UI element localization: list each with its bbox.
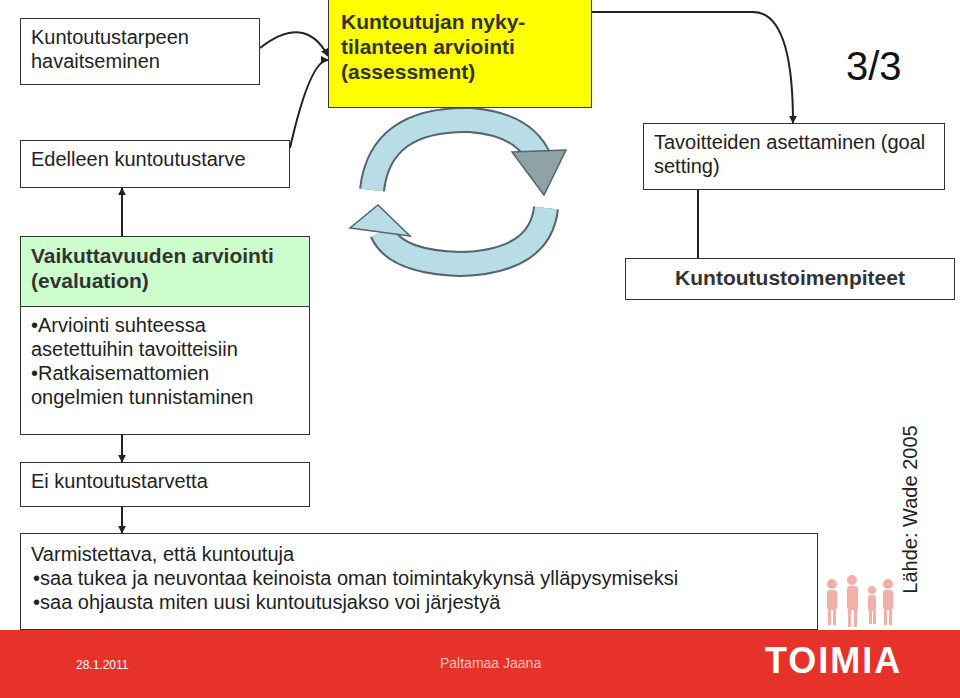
process-box: Tavoitteiden asettaminen (goal setting) (643, 123, 945, 190)
flow-arrow (290, 60, 328, 148)
process-box: •Arviointi suhteessa asetettuihin tavoit… (20, 306, 310, 435)
process-box: Varmistettava, että kuntoutuja•saa tukea… (20, 533, 818, 630)
flow-arrow (121, 435, 123, 462)
process-box: Kuntoutustoimenpiteet (625, 258, 955, 300)
process-box: Kuntoutustarpeen havaitseminen (20, 18, 260, 85)
box-text: Vaikuttavuuden arviointi (evaluation) (31, 243, 299, 293)
flow-arrow (592, 12, 793, 123)
box-text: •saa tukea ja neuvontaa keinoista oman t… (31, 566, 807, 590)
box-text: Kuntoutustarpeen havaitseminen (31, 25, 249, 73)
note-text: Lähde: Wade 2005 (899, 415, 922, 605)
page-number: 3/3 (846, 44, 902, 89)
process-box: Vaikuttavuuden arviointi (evaluation) (20, 236, 310, 307)
process-box: Kuntoutujan nyky- tilanteen arviointi (a… (328, 0, 592, 108)
flow-arrow (121, 188, 123, 236)
logo-text: TOIMIA (765, 640, 902, 682)
flow-arrow (121, 507, 123, 533)
box-text: Ei kuntoutustarvetta (31, 469, 299, 493)
box-text: •Ratkaisemattomien ongelmien tunnistamin… (31, 361, 299, 409)
note-text: Paltamaa Jaana (440, 655, 541, 671)
flow-arrow (260, 32, 328, 56)
note-text: 28.1.2011 (76, 658, 129, 672)
box-text: Varmistettava, että kuntoutuja (31, 542, 807, 566)
box-text: Kuntoutustoimenpiteet (636, 265, 944, 290)
box-text: Tavoitteiden asettaminen (goal setting) (654, 130, 934, 178)
box-text: Edelleen kuntoutustarve (31, 147, 279, 171)
process-box: Ei kuntoutustarvetta (20, 462, 310, 507)
box-text: •saa ohjausta miten uusi kuntoutusjakso … (31, 590, 807, 614)
box-text: •Arviointi suhteessa asetettuihin tavoit… (31, 313, 299, 361)
flow-arrow (697, 190, 699, 258)
box-text: Kuntoutujan nyky- tilanteen arviointi (a… (341, 9, 581, 84)
process-box: Edelleen kuntoutustarve (20, 140, 290, 188)
